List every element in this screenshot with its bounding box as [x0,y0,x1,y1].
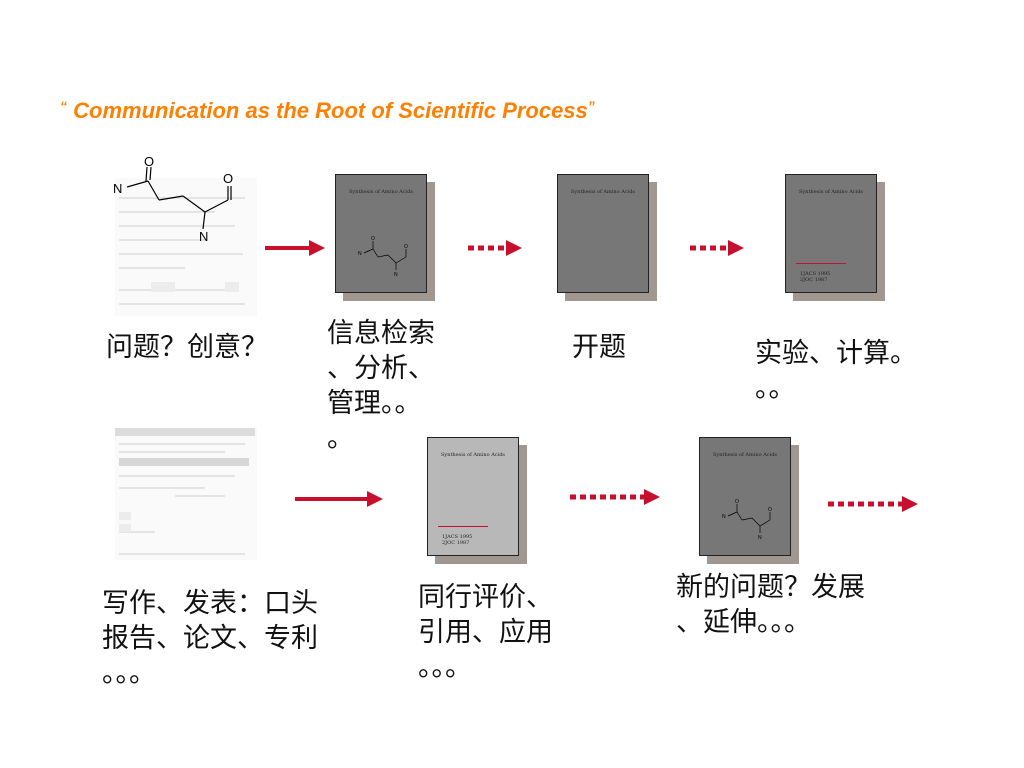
atom-n2: N [199,229,208,244]
svg-text:N: N [758,535,762,541]
atom-o1: O [144,154,154,169]
paper-title: Synthesis of Amino Acids [349,189,413,195]
svg-text:O: O [735,499,739,505]
paper-title: Synthesis of Amino Acids [571,189,635,195]
molecule-icon: N O O N [722,499,772,541]
glutamine-molecule-large: N O O N [113,154,233,244]
label-new-question: 新的问题？发展 、延伸。。。 [676,572,865,638]
svg-text:O: O [768,507,772,513]
solid-arrow-1 [265,240,325,256]
label-proposal: 开题 [572,332,626,363]
svg-text:N: N [394,272,398,278]
paper-document-1: Synthesis of Amino Acids N O O N [335,174,435,301]
paper-title: Synthesis of Amino Acids [799,189,863,195]
label-info-retrieval: 信息检索 、分析、 管理。。 。 [327,318,435,454]
svg-text:N: N [358,251,362,257]
red-rule [796,263,846,264]
atom-n1: N [113,181,122,196]
svg-text:O: O [371,236,375,242]
slide-title: “ Communication as the Root of Scientifi… [60,98,595,123]
svg-text:N: N [722,514,726,520]
paper-document-2: Synthesis of Amino Acids [557,174,657,301]
paper-references: 1JACS 1995 2JOC 1987 [442,534,473,546]
dotted-arrow-1 [468,240,522,256]
molecule-icon: N O O N [358,236,408,278]
label-experiment: 实验、计算。 。。 [755,338,917,404]
svg-text:O: O [404,244,408,250]
paper-references: 1JACS 1995 2JOC 1987 [800,271,831,283]
screenshot-lines [115,428,255,555]
atom-o2: O [223,171,233,186]
dotted-arrow-4 [828,496,918,512]
faded-screenshot-2 [115,428,257,560]
label-question-idea: 问题？创意？ [106,332,268,363]
paper-document-4: Synthesis of Amino Acids 1JACS 1995 2JOC… [427,437,527,564]
dotted-arrow-3 [570,489,660,505]
faded-screenshot-1 [115,178,257,316]
label-peer-review: 同行评价、 引用、应用 。。。 [418,582,553,683]
paper-title: Synthesis of Amino Acids [441,452,505,458]
label-writing-publishing: 写作、发表：口头 报告、论文、专利 。。。 [102,588,318,689]
paper-title: Synthesis of Amino Acids [713,452,777,458]
solid-arrow-2 [295,491,383,507]
screenshot-lines [119,197,245,305]
dotted-arrow-2 [690,240,744,256]
paper-document-3: Synthesis of Amino Acids 1JACS 1995 2JOC… [785,174,885,301]
red-rule [438,526,488,527]
paper-document-5: Synthesis of Amino Acids N O O N [699,437,799,564]
